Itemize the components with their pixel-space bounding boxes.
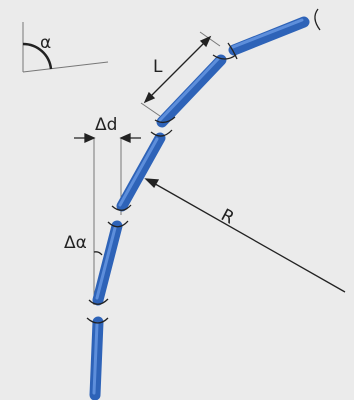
length-arrow-top-icon: [199, 35, 212, 48]
angle-arc-icon: [22, 42, 53, 70]
joint-5-socket-arc-icon: [314, 8, 321, 31]
offset-dimension: [74, 132, 141, 144]
joint-1-top-arc-icon: [88, 298, 109, 305]
joint-angle-label: Δα: [64, 233, 87, 253]
length-guide-top: [199, 31, 221, 47]
tube-highlight-1: [92, 322, 99, 395]
radius-arrow-icon: [144, 178, 160, 189]
joint-angle-annotation: Δα: [64, 233, 103, 256]
tube-highlight-5: [231, 18, 304, 49]
length-label: L: [153, 57, 163, 77]
offset-label: Δd: [95, 115, 117, 135]
tube-segment-4: [156, 54, 227, 128]
tube-segments: [89, 16, 310, 400]
tube-segment-5: [228, 16, 310, 56]
joint-3-socket-arc-icon: [150, 129, 173, 137]
tube-segment-3: [116, 132, 166, 212]
angle-label: α: [40, 33, 51, 53]
joint-3-top-arc-icon: [154, 116, 176, 124]
length-dimension-line: [146, 38, 209, 101]
offset-arrow-left-icon: [84, 132, 96, 144]
radius-dimension: [144, 178, 346, 293]
radius-label: R: [218, 205, 238, 228]
tube-highlight-4: [158, 57, 220, 122]
length-dimension: [143, 35, 212, 104]
radius-line: [149, 180, 346, 293]
tube-highlight-3: [118, 137, 159, 207]
joint-4-top-arc-icon: [227, 42, 238, 60]
joint-angle-arc-icon: [93, 251, 103, 256]
length-arrow-bottom-icon: [143, 91, 156, 104]
joint-2-socket-arc-icon: [107, 220, 129, 228]
length-guide-bottom: [140, 102, 161, 117]
joints: [86, 8, 321, 324]
joint-4-socket-arc-icon: [212, 54, 237, 60]
joint-2-top-arc-icon: [111, 204, 132, 211]
joint-1-socket-arc-icon: [86, 317, 109, 324]
tube-highlight-2: [95, 226, 117, 300]
angle-legend-base-line: [22, 61, 109, 73]
offset-arrow-right-icon: [119, 132, 131, 144]
angle-legend: α: [22, 22, 109, 73]
